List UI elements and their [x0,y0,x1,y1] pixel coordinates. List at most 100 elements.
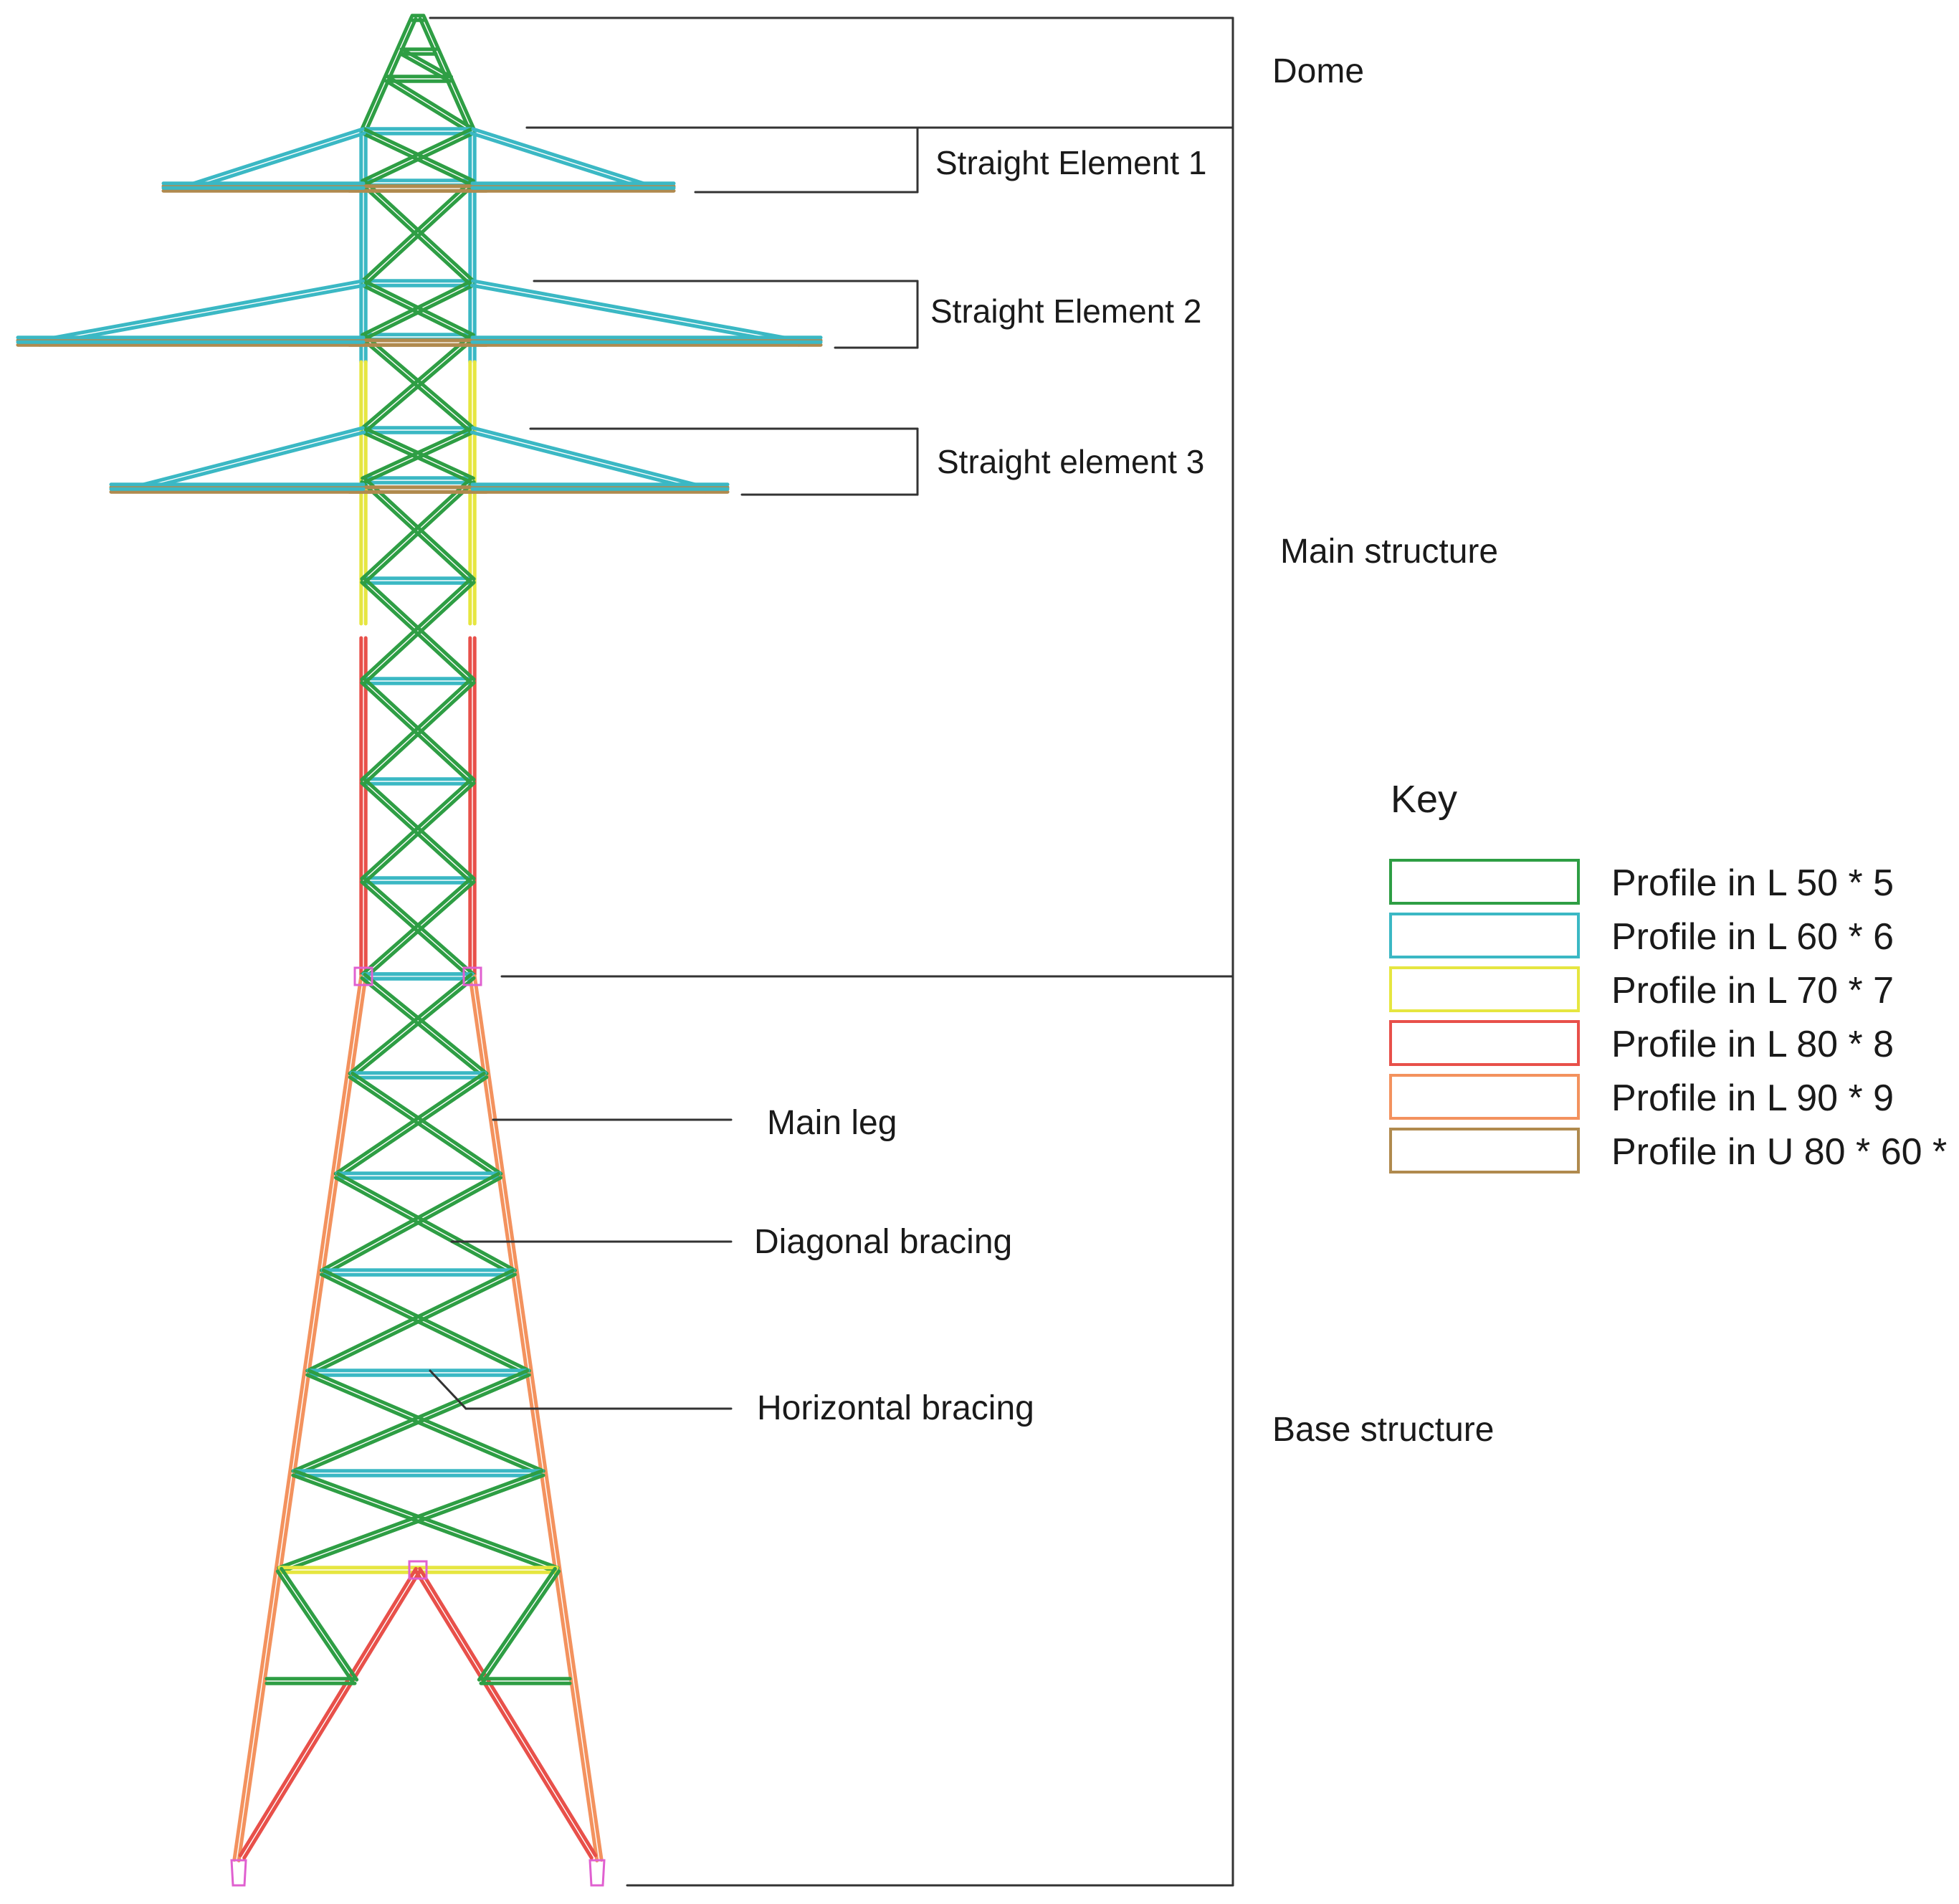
diagonal-brace-b [363,781,476,884]
diagonal-brace [291,1368,530,1473]
cross-arm-top-b [38,283,366,347]
label-diagonal-bracing: Diagonal bracing [754,1223,1012,1261]
legend-item-l90: Profile in L 90 * 9 [1611,1077,1894,1119]
label-horizontal-bracing: Horizontal bracing [757,1389,1034,1427]
diagonal-brace-b [363,973,489,1076]
joint-plate [408,1560,428,1580]
diagonal-brace-b [363,480,476,584]
diagonal-brace-b [363,577,476,682]
foot-plate [230,1859,247,1887]
diagonal-brace [333,1176,515,1277]
diagonal-brace-b [363,580,476,685]
legend-title: Key [1391,778,1457,821]
diagonal-brace-b [351,976,476,1079]
diagonal-brace [360,577,473,682]
diagonal-brace [305,1373,544,1477]
cross-arm-top-b [131,430,366,494]
joint-plate [462,966,482,986]
diagonal-brace-b [278,1473,545,1574]
lower-brace-b [280,1566,359,1682]
diagonal-brace-b [363,333,476,431]
diagonal-brace [360,880,473,980]
label-main-leg: Main leg [767,1104,897,1142]
cross-arm-top-b [183,131,366,193]
legend-swatch-l60 [1389,913,1580,958]
diagonal-brace-b [336,1171,518,1272]
diagonal-brace-b [363,336,476,434]
main-leg-l90-b [237,974,368,1862]
legend-swatch-l80 [1389,1020,1580,1066]
diagonal-brace-b [321,1268,531,1373]
lower-brace [275,1569,355,1685]
main-leg-l90 [232,974,363,1862]
diagonal-brace-b [336,1075,489,1180]
diagonal-brace-b [362,131,475,187]
diagonal-brace [361,426,474,480]
foot-plate [588,1859,606,1887]
joint-plate [353,966,373,986]
inverted-v-leg [238,1566,418,1857]
legend-swatch-l90 [1389,1074,1580,1120]
diagonal-brace-b [307,1272,517,1377]
diagonal-brace [320,1272,530,1377]
legend-item-l50: Profile in L 50 * 5 [1611,862,1894,904]
inverted-v-leg-b [242,1569,422,1860]
diagonal-brace [360,976,486,1079]
dome-diagonal [383,79,473,135]
tower-structure [16,14,823,1887]
diagonal-brace [360,677,473,782]
label-main-structure: Main structure [1280,533,1498,571]
legend-swatch-u80 [1389,1128,1580,1174]
diagonal-brace [360,778,473,881]
diagonal-brace-b [363,880,476,980]
main-leg-l90 [468,974,599,1862]
leader-horizontal-bracing [429,1369,467,1410]
diagonal-brace-b [363,877,476,977]
diagonal-brace [360,336,473,434]
inverted-v-leg [414,1569,594,1860]
diagonal-brace [348,1075,500,1180]
diagonal-brace [361,127,474,183]
dome-left-edge [359,15,414,133]
diagonal-brace-b [363,179,476,284]
legend-swatch-l70 [1389,966,1580,1012]
diagonal-brace-b [362,430,475,485]
dome-diagonal-b [386,75,476,131]
diagonal-brace-b [292,1373,531,1477]
diagonal-brace [360,877,473,977]
cross-arm-top [470,430,707,494]
cross-arm-top-b [471,279,802,343]
dome-diagonal [398,52,451,83]
cross-arm-top [130,426,365,490]
diagonal-brace [361,279,474,337]
legend-item-l80: Profile in L 80 * 8 [1611,1024,1894,1065]
diagonal-brace [319,1171,500,1272]
diagonal-brace-b [363,680,476,785]
diagonal-brace-b [322,1176,503,1277]
label-base-structure: Base structure [1272,1411,1494,1449]
lower-brace-b [481,1569,561,1685]
diagonal-brace [360,580,473,685]
diagonal-brace-b [363,778,476,881]
dome-diagonal-b [401,47,454,79]
legend: Key Profile in L 50 * 5 Profile in L 60 … [1389,778,1959,1174]
inverted-v-leg-b [418,1566,598,1857]
diagonal-brace [333,1071,486,1176]
diagonal-brace [360,680,473,785]
diagonal-brace-b [362,283,475,341]
label-straight-element-3: Straight element 3 [937,443,1204,480]
cross-arm-top [470,283,801,347]
legend-swatch-l50 [1389,859,1580,905]
diagonal-brace-b [363,477,476,581]
diagonal-brace-b [363,182,476,287]
diagonal-brace [360,480,473,584]
label-straight-element-1: Straight Element 1 [935,144,1206,181]
main-leg-l90-b [472,974,604,1862]
label-straight-element-2: Straight Element 2 [930,292,1201,330]
cross-arm-top [37,279,365,343]
label-dome: Dome [1272,52,1364,90]
cross-arm-top [470,131,654,193]
diagonal-brace [360,781,473,884]
